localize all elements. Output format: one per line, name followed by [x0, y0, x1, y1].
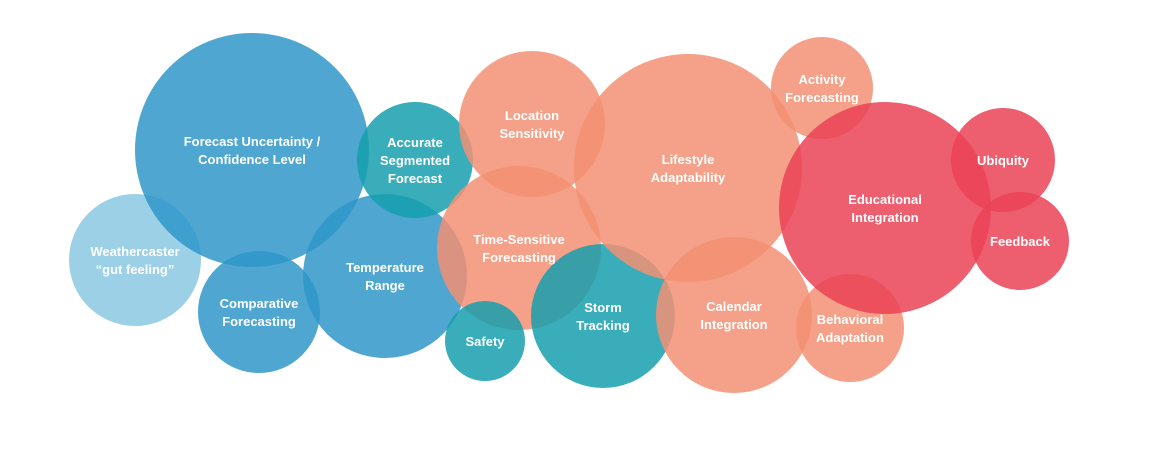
bubble-label-line: Feedback [990, 234, 1051, 249]
bubble-circle-accurate-segmented-forecast [357, 102, 473, 218]
bubble-label-line: Tracking [576, 318, 630, 333]
bubble-comparative-forecasting [198, 251, 320, 373]
bubble-label-line: Forecast Uncertainty / [184, 134, 321, 149]
bubble-label-line: Safety [465, 334, 505, 349]
bubble-label-line: Time-Sensitive [473, 232, 565, 247]
bubble-label-line: Forecasting [482, 250, 556, 265]
bubble-label-line: Behavioral [817, 312, 883, 327]
bubble-circle-safety [445, 301, 525, 381]
bubble-label-line: Forecasting [785, 90, 859, 105]
bubble-label-line: Educational [848, 192, 922, 207]
bubble-educational-integration [779, 102, 991, 314]
bubble-label-line: Integration [700, 317, 767, 332]
bubble-lifestyle-adaptability [574, 54, 802, 282]
bubble-circle-comparative-forecasting [198, 251, 320, 373]
bubble-forecast-uncertainty [135, 33, 369, 267]
bubble-ubiquity [951, 108, 1055, 212]
bubble-label-weathercaster: Weathercaster “gut feeling” [90, 244, 179, 277]
bubble-label-line: Storm [584, 300, 622, 315]
bubble-label-line: Comparative [220, 296, 299, 311]
bubble-label-forecast-uncertainty: Forecast Uncertainty / Confidence Level [184, 134, 321, 167]
bubble-label-line: Lifestyle [662, 152, 715, 167]
bubble-label-line: Ubiquity [977, 153, 1030, 168]
bubble-label-line: Forecast [388, 171, 443, 186]
bubble-label-feedback: Feedback [990, 234, 1051, 249]
bubble-label-line: Weathercaster [90, 244, 179, 259]
bubble-temperature-range [303, 194, 467, 358]
bubble-label-line: Location [505, 108, 559, 123]
bubble-label-line: Sensitivity [499, 126, 565, 141]
bubble-label-ubiquity: Ubiquity [977, 153, 1030, 168]
bubble-label-line: Calendar [706, 299, 762, 314]
bubble-storm-tracking [531, 244, 675, 388]
bubble-feedback [971, 192, 1069, 290]
bubble-circle-forecast-uncertainty [135, 33, 369, 267]
bubble-label-line: Adaptability [651, 170, 726, 185]
bubble-safety [445, 301, 525, 381]
bubble-accurate-segmented-forecast [357, 102, 473, 218]
bubble-circle-storm-tracking [531, 244, 675, 388]
bubble-circle-feedback [971, 192, 1069, 290]
bubble-label-line: Temperature [346, 260, 424, 275]
bubble-label-line: Forecasting [222, 314, 296, 329]
bubble-label-line: Adaptation [816, 330, 884, 345]
bubble-label-line: Integration [851, 210, 918, 225]
bubble-calendar-integration [656, 237, 812, 393]
bubble-circle-location-sensitivity [459, 51, 605, 197]
bubble-label-safety: Safety [465, 334, 505, 349]
bubble-label-line: “gut feeling” [96, 262, 175, 277]
bubble-circle-ubiquity [951, 108, 1055, 212]
bubble-circle-temperature-range [303, 194, 467, 358]
bubble-location-sensitivity [459, 51, 605, 197]
bubble-circle-calendar-integration [656, 237, 812, 393]
bubble-label-line: Activity [799, 72, 847, 87]
bubble-label-line: Range [365, 278, 405, 293]
bubble-label-line: Confidence Level [198, 152, 306, 167]
bubble-circle-lifestyle-adaptability [574, 54, 802, 282]
bubble-circle-educational-integration [779, 102, 991, 314]
bubble-label-line: Segmented [380, 153, 450, 168]
bubble-label-line: Accurate [387, 135, 443, 150]
